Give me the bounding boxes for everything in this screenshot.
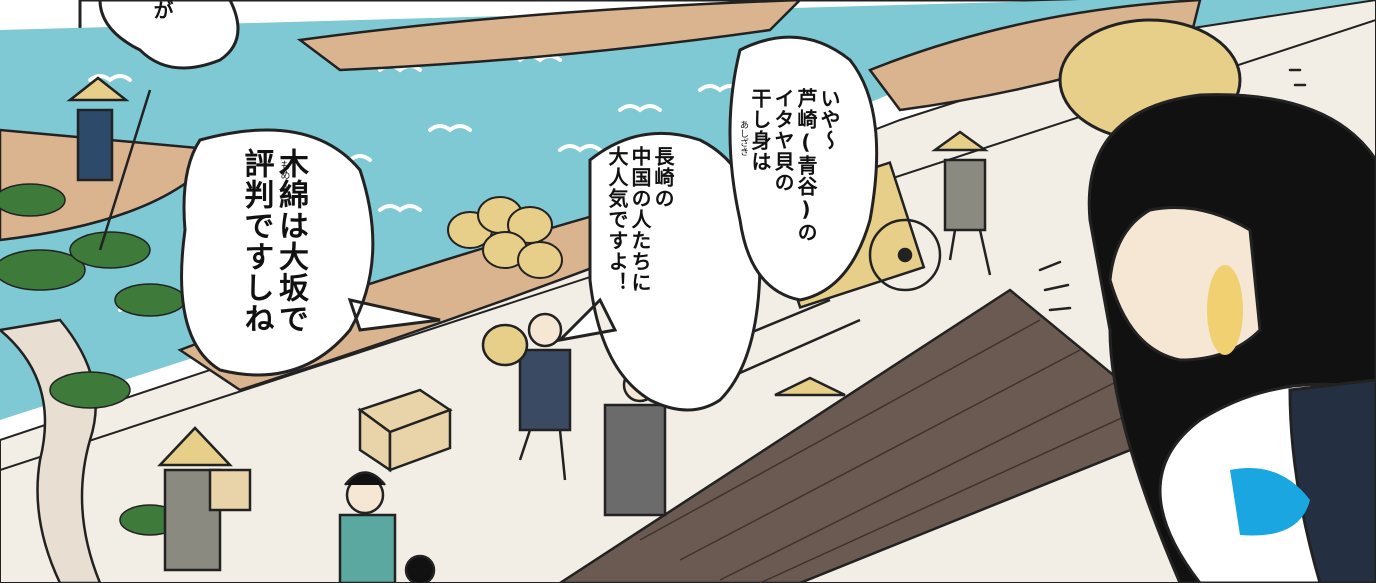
roof-tiles	[639, 319, 1151, 583]
bubble-line: イタヤ貝の	[771, 88, 795, 193]
bubble-line: 干し身は	[748, 88, 772, 172]
old-man-body	[603, 403, 667, 517]
bubble-line: 芦崎(青谷)の	[794, 88, 818, 243]
bubble-line: 長崎の	[651, 146, 675, 209]
bubble-cotton	[180, 128, 441, 377]
harbor-water	[0, 0, 1376, 420]
bubble-line: 大人気ですよ！	[605, 146, 629, 293]
pine-tree	[0, 183, 186, 583]
speech-bubble-nagasaki: 長崎の 中国の人たちに 大人気ですよ！	[605, 146, 675, 293]
bubble-ashizaki	[728, 35, 879, 302]
speech-bubble-cotton: 木綿は大坂で 評判ですしね	[238, 148, 309, 334]
ruby-ashizaki: あしざき	[738, 120, 748, 156]
bubble-nagasaki	[555, 131, 762, 412]
bubble-top	[98, 0, 240, 70]
porter-body	[518, 348, 572, 432]
foreground-woman	[1058, 18, 1376, 583]
boat-top	[296, 0, 802, 72]
speech-bubble-ashizaki: いや〜 芦崎(青谷)の イタヤ貝の 干し身は	[748, 88, 841, 243]
straw-hat	[66, 76, 130, 102]
bubble-line: いや〜	[817, 88, 841, 151]
surprise-marks	[1038, 68, 1307, 312]
speech-bubble-top-fragment: が	[150, 0, 174, 21]
boatman-body	[76, 108, 114, 182]
bubble-line: が	[150, 0, 174, 21]
boat-pole	[98, 89, 152, 251]
straw-bales	[447, 196, 563, 279]
bubble-line: 木綿は大坂で	[273, 148, 308, 334]
cheek-shading	[1207, 265, 1243, 355]
bubble-line: 評判ですしね	[238, 148, 274, 334]
ruby-momen: もめん	[278, 160, 289, 190]
wooden-crate	[357, 388, 453, 473]
speech-bubble-shapes	[98, 0, 879, 412]
blue-accent	[1230, 468, 1310, 536]
bubble-line: 中国の人たちに	[628, 146, 652, 293]
teal-kimono	[338, 513, 397, 583]
